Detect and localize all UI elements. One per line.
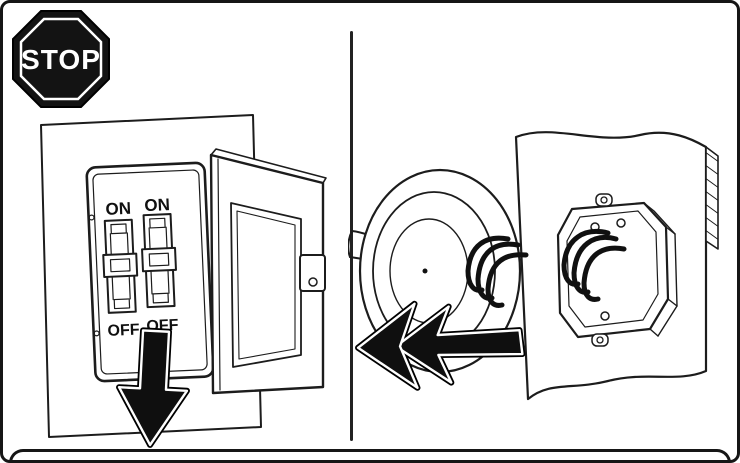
switch-toggle	[102, 252, 139, 279]
wall-edge	[705, 146, 719, 250]
mount-tab-top	[595, 193, 613, 207]
screw-hole	[600, 311, 610, 321]
switch-toggle	[141, 246, 177, 273]
breaker-box: ON ON	[85, 161, 215, 383]
canopy-center-hole	[422, 268, 428, 274]
next-section-edge	[9, 449, 731, 460]
screw-hole	[616, 218, 626, 228]
panel-divider	[350, 31, 353, 441]
stop-octagon-ring	[19, 17, 103, 101]
on-label-right: ON	[144, 195, 170, 215]
mount-tab-bottom	[591, 333, 609, 347]
door-hinge-line	[217, 158, 221, 391]
stop-label: STOP	[21, 44, 101, 75]
on-label-left: ON	[105, 199, 131, 219]
left-arrow-icon	[355, 300, 526, 391]
stop-octagon	[12, 10, 110, 108]
junction-box	[556, 193, 678, 347]
fixture-removal-illustration	[348, 131, 719, 401]
down-arrow-icon	[116, 327, 190, 448]
breaker-panel-illustration: ON ON	[40, 114, 327, 448]
panel-door	[209, 148, 327, 395]
frame-screw	[88, 214, 95, 221]
door-latch	[299, 254, 326, 292]
junction-box-face	[556, 201, 670, 339]
door-recess-outer	[230, 202, 302, 368]
off-label-left: OFF	[107, 322, 140, 340]
door-recess-inner	[236, 210, 296, 360]
frame-screw	[93, 330, 100, 337]
stop-sign: STOP	[12, 10, 110, 108]
breaker-switch-right	[141, 213, 177, 309]
breaker-switch-left	[102, 218, 139, 314]
fixture-wires	[465, 235, 529, 308]
box-wires	[561, 229, 627, 302]
junction-box-opening	[566, 210, 659, 328]
